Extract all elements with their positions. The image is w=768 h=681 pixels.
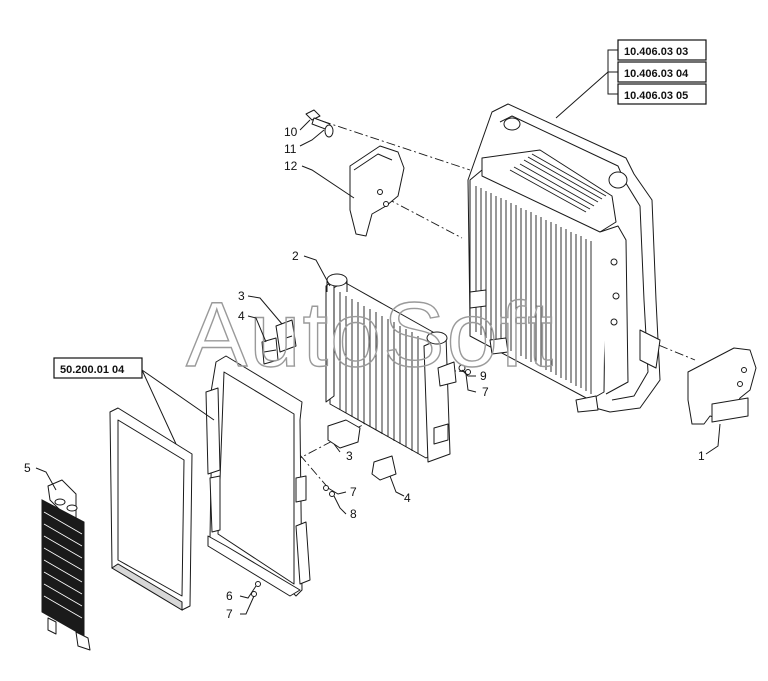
- reference-box-group-top: 10.406.03 03 10.406.03 04 10.406.03 05: [555, 39, 707, 119]
- callout-3: 3: [346, 449, 353, 463]
- oil-cooler-5: [41, 479, 91, 651]
- condenser-panel: [109, 407, 193, 611]
- intercooler-fins: [339, 292, 419, 454]
- radiator-top-fins: [509, 153, 607, 213]
- oil-cooler-fins: [43, 511, 83, 619]
- callout-7: 7: [482, 385, 489, 399]
- fastener-6: [255, 581, 261, 587]
- callout-2: 2: [292, 249, 299, 263]
- bracket-3-lower: [327, 419, 361, 449]
- watermark-text: AutoSoft: [186, 284, 555, 386]
- reference-label: 10.406.03 04: [624, 68, 689, 80]
- reference-label: 50.200.01 04: [60, 364, 125, 376]
- mounting-frame: [205, 355, 311, 597]
- callout-4: 4: [404, 491, 411, 505]
- reference-label: 10.406.03 03: [624, 46, 688, 58]
- bracket-4-upper: [261, 337, 279, 365]
- callout-1: 1: [698, 449, 705, 463]
- callout-5: 5: [24, 461, 31, 475]
- callout-11: 11: [284, 142, 297, 156]
- bracket-12: [349, 145, 405, 237]
- bracket-1: [687, 347, 757, 425]
- callout-12: 12: [284, 159, 298, 173]
- callout-10: 10: [284, 125, 298, 139]
- callout-3: 3: [238, 289, 245, 303]
- bracket-3-upper: [275, 319, 297, 353]
- reference-label: 10.406.03 05: [624, 90, 688, 102]
- reference-box-group-left: 50.200.01 04: [53, 357, 215, 445]
- callout-6: 6: [226, 589, 233, 603]
- intercooler-2: [325, 273, 457, 463]
- bracket-4-lower: [371, 455, 397, 481]
- washer-11: [324, 124, 334, 138]
- callout-7: 7: [226, 607, 233, 621]
- fastener-8: [329, 491, 335, 497]
- fastener-9: [458, 364, 466, 372]
- callout-9: 9: [480, 369, 487, 383]
- callout-7: 7: [350, 485, 357, 499]
- fastener-7-middle: [323, 485, 329, 491]
- callout-leader-lines: [35, 119, 721, 615]
- callout-numbers: 10 11 12 2 3 4 9 7 3 7 8 4 1 5 6 7: [24, 125, 705, 621]
- callout-4: 4: [238, 309, 245, 323]
- fastener-7-right: [465, 369, 471, 375]
- radiator-assembly: [467, 103, 661, 413]
- callout-8: 8: [350, 507, 357, 521]
